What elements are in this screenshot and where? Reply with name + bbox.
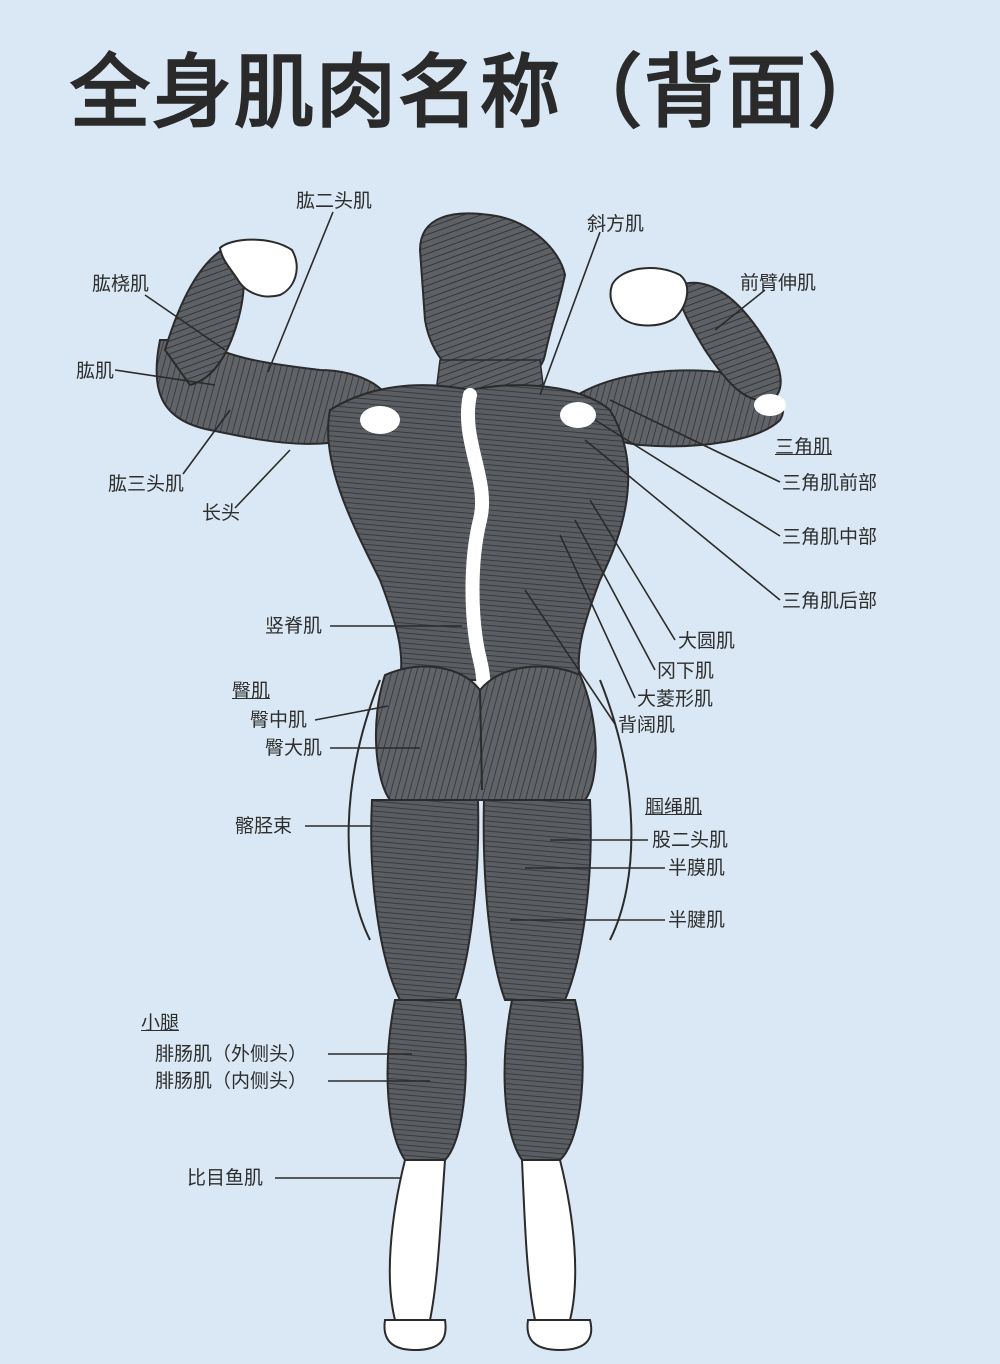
label-calf: 小腿 [141,1012,180,1034]
gluteal-region [374,665,597,801]
label-infraspinatus: 冈下肌 [657,660,715,682]
label-brachialis: 肱肌 [76,360,115,382]
label-brachioradialis: 肱桡肌 [92,273,150,295]
label-triceps: 肱三头肌 [108,473,185,495]
label-gastrocnemius-medial: 腓肠肌（内侧头） [155,1070,308,1092]
label-latissimus: 背阔肌 [618,714,676,736]
right-calf [503,999,584,1161]
label-erector-spinae: 竖脊肌 [265,615,323,637]
label-soleus: 比目鱼肌 [187,1167,264,1189]
gluteal-cleft [479,689,483,791]
page-title: 全身肌肉名称（背面） [70,46,890,139]
right-scapula-highlight [560,402,596,428]
label-hamstrings: 腘绳肌 [645,796,703,818]
label-semimembranosus: 半膜肌 [668,857,726,879]
left-fist [218,238,298,298]
label-deltoid-posterior: 三角肌后部 [782,590,878,612]
left-scapula-highlight [360,406,400,434]
left-calf [386,999,467,1161]
left-foot [383,1319,447,1352]
leader-lines [114,211,781,1179]
label-deltoid: 三角肌 [775,436,833,458]
label-semitendinosus: 半腱肌 [668,909,726,931]
label-gluteus-maximus: 臀大肌 [265,737,323,759]
label-long-head: 长头 [202,502,241,524]
label-gluteus-medius: 臀中肌 [250,709,308,731]
right-foot [526,1319,593,1352]
left-lower-leg [388,1159,447,1321]
label-deltoid-middle: 三角肌中部 [782,526,878,548]
label-biceps-femoris: 股二头肌 [652,829,729,851]
label-gluteal: 臀肌 [232,680,271,702]
label-teres-major: 大圆肌 [678,630,736,652]
label-iliotibial: 髂胫束 [235,815,293,837]
right-fist [609,267,689,327]
label-biceps: 肱二头肌 [296,190,373,212]
left-thigh [370,799,480,1001]
right-elbow-highlight [754,394,786,416]
label-rhomboid: 大菱形肌 [637,688,714,710]
label-gastrocnemius-lateral: 腓肠肌（外侧头） [155,1043,308,1065]
body-outline [347,679,633,941]
right-lower-leg [520,1159,577,1321]
label-deltoid-anterior: 三角肌前部 [782,472,878,494]
label-forearm-extensor: 前臂伸肌 [740,272,817,294]
right-thigh [482,799,592,1001]
label-trapezius: 斜方肌 [587,213,645,235]
